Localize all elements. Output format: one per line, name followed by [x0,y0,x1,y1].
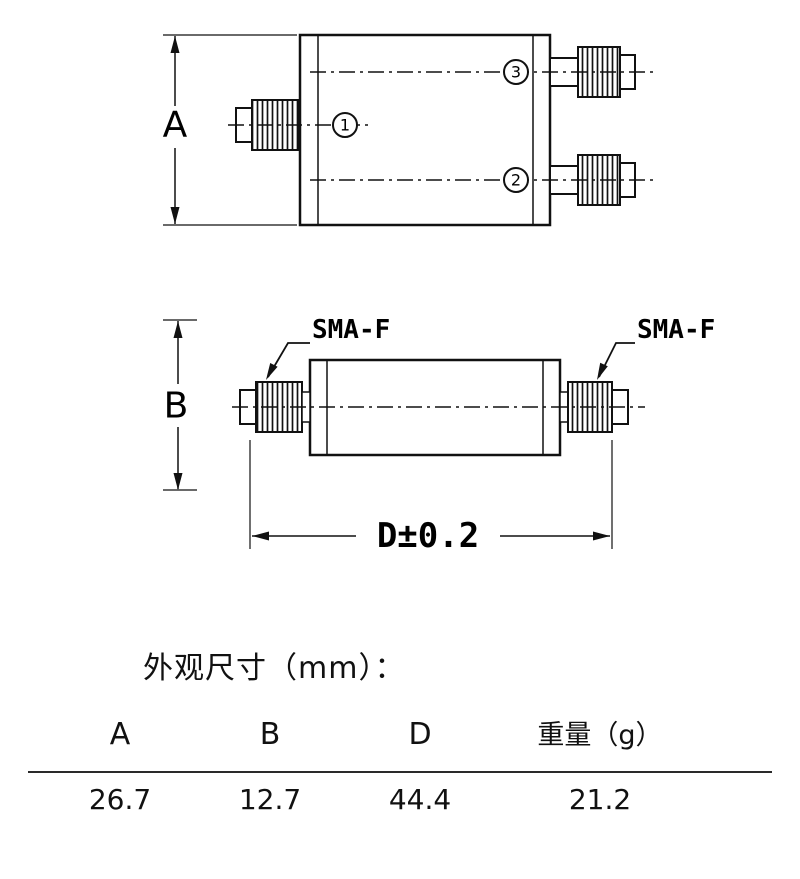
dimension-d: D±0.2 [249,440,613,556]
value-weight: 21.2 [568,783,632,816]
spec-table-value-row: 26.7 12.7 44.4 21.2 [40,783,760,816]
value-dim-a: 26.7 [88,783,152,816]
port-marker-3: 3 [503,59,529,85]
dim-a-arrow-down [170,207,180,224]
dimension-a: A [163,34,297,226]
header-dim-d: D [408,717,432,752]
port-3-number: 3 [511,63,521,82]
header-weight: 重量（g） [537,720,663,751]
dim-a-arrow-up [170,36,180,53]
dim-d-label: D±0.2 [377,516,479,556]
spec-table-header-row: A B D 重量（g） [40,713,760,752]
spec-table-section: 外观尺寸（mm）： A B D 重量（g） 26.7 12.7 44.4 21.… [0,625,800,879]
spec-table-title: 外观尺寸（mm）： [143,651,406,686]
port-1-number: 1 [340,116,350,135]
dim-b-label: B [164,386,189,427]
dimension-b: B [163,319,197,491]
port-marker-2: 2 [503,167,529,193]
sma-f-callout-right: SMA-F [597,315,715,380]
sma-f-label-left: SMA-F [312,315,390,345]
header-dim-b: B [259,717,281,752]
header-dim-a: A [109,717,131,752]
dim-d-arrow-left [252,531,269,541]
port-2-number: 2 [511,171,521,190]
dim-a-label: A [163,105,188,146]
dimension-drawing: 1 3 2 A [163,33,715,556]
dim-b-arrow-down [173,473,183,490]
spec-table-divider [28,771,772,773]
value-dim-d: 44.4 [388,783,452,816]
top-view-flange-lines [317,35,534,225]
dim-b-arrow-up [173,321,183,338]
sma-f-callout-left: SMA-F [266,315,390,380]
port-marker-1: 1 [332,112,358,138]
sma-f-label-right: SMA-F [637,315,715,345]
side-view: SMA-F SMA-F [163,315,715,556]
top-view: 1 3 2 A [163,33,658,227]
dim-d-arrow-right [593,531,610,541]
value-dim-b: 12.7 [238,783,302,816]
leader-arrow-right [597,362,608,380]
leader-arrow-left [266,363,278,380]
